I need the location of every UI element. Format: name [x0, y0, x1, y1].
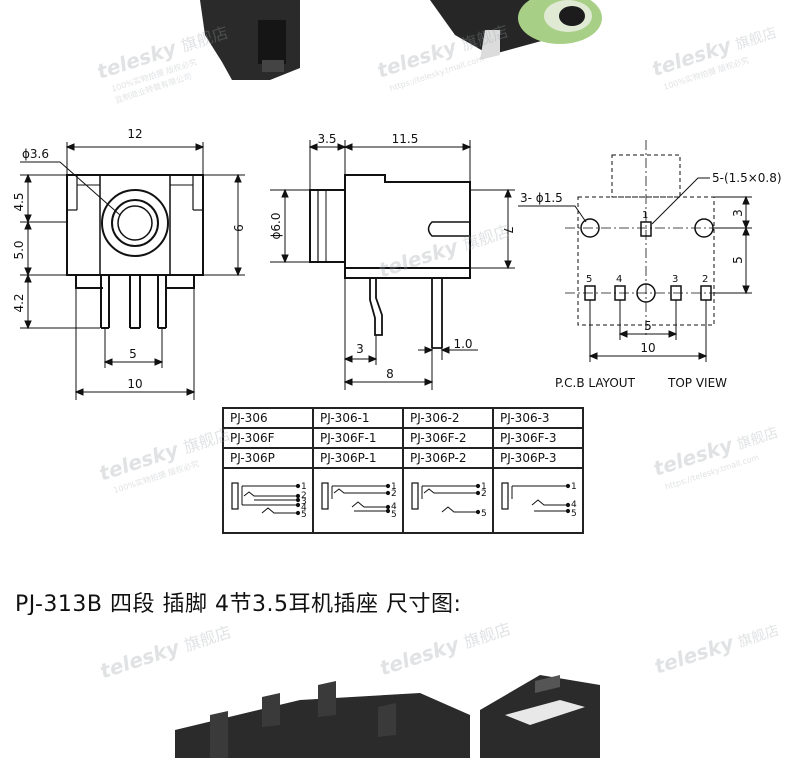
front-h-mid-label: 5.0: [12, 240, 26, 259]
schematic-cell: 1 2 3 4 5: [222, 467, 314, 534]
pcb-h-outer-label: 10: [640, 341, 655, 355]
pcb-pin-5: 5: [586, 274, 592, 285]
pcb-v-mid-label: 5: [731, 256, 745, 264]
schematic-cell: 1 2 4 5: [312, 467, 404, 534]
side-front-label: 3.5: [317, 132, 336, 146]
schem-c-pin-5: 5: [481, 509, 487, 519]
schem-b-pin-5: 5: [391, 510, 397, 520]
model-table: PJ-306 PJ-306-1 PJ-306-2 PJ-306-3 PJ-306…: [222, 407, 584, 534]
pcb-pin-4: 4: [616, 274, 622, 285]
table-cell: PJ-306P: [222, 447, 314, 469]
table-row-schematic: 1 2 3 4 5 1 2 4: [222, 467, 584, 534]
schem-b-pin-4: 4: [391, 502, 397, 512]
section-heading: PJ-313B 四段 插脚 4节3.5耳机插座 尺寸图:: [15, 592, 462, 617]
front-width-label: 12: [127, 127, 142, 141]
front-h-pin-label: 4.2: [12, 293, 26, 312]
schem-a-pin-3: 3: [301, 497, 307, 507]
side-view: [270, 140, 515, 390]
table-row: PJ-306P PJ-306P-1 PJ-306P-2 PJ-306P-3: [222, 447, 584, 469]
front-h-top-label: 4.5: [12, 192, 26, 211]
schem-c-pin-2: 2: [481, 489, 487, 499]
schem-d-pin-1: 1: [571, 482, 577, 492]
side-body-label: 11.5: [392, 132, 419, 146]
pcb-v-top-label: 3: [731, 209, 745, 217]
product-photo-top-drawing: [200, 0, 602, 80]
side-base-label: 8: [386, 367, 394, 381]
side-pin-width-label: 1.0: [453, 337, 472, 351]
table-cell: PJ-306F: [222, 427, 314, 449]
schem-d-pin-4: 4: [571, 500, 577, 510]
table-cell: PJ-306-3: [492, 407, 584, 429]
table-cell: PJ-306F-3: [492, 427, 584, 449]
table-cell: PJ-306F-2: [402, 427, 494, 449]
front-pin-width-label: 10: [127, 377, 142, 391]
schematic-drawing: 1 4 5: [501, 482, 577, 519]
pcb-holes-label: 3- ϕ1.5: [520, 191, 563, 205]
schematic-cell: 1 4 5: [492, 467, 584, 534]
schem-a-pin-4: 4: [301, 503, 307, 513]
pcb-layout: [518, 140, 752, 362]
product-photo-bottom: [0, 615, 790, 758]
schematic-drawing: 1 2 4 5: [321, 482, 397, 520]
table-cell: PJ-306: [222, 407, 314, 429]
table-cell: PJ-306P-3: [492, 447, 584, 469]
table-row: PJ-306 PJ-306-1 PJ-306-2 PJ-306-3: [222, 407, 584, 429]
product-photo-bottom-drawing: [175, 675, 600, 758]
schem-b-pin-1: 1: [391, 482, 397, 492]
pcb-caption-2: TOP VIEW: [667, 376, 727, 390]
pcb-pin-3: 3: [672, 274, 678, 285]
schematic-drawing: 1 2 5: [411, 482, 487, 519]
pcb-h-inner-label: 5: [644, 319, 652, 333]
pcb-pin-2: 2: [702, 274, 708, 285]
table-cell: PJ-306P-2: [402, 447, 494, 469]
product-photo-top: [0, 0, 790, 120]
front-hole-label: ϕ3.6: [22, 147, 49, 161]
side-pin-left-label: 3: [356, 342, 364, 356]
pcb-pin-1: 1: [642, 210, 648, 221]
table-cell: PJ-306P-1: [312, 447, 404, 469]
side-diameter-label: ϕ6.0: [269, 213, 283, 240]
dimension-drawing: 12 ϕ3.6 4.5 5.0 4.2 9 5 10 3.5 11.5 ϕ6.0…: [12, 127, 782, 400]
schematic-cell: 1 2 5: [402, 467, 494, 534]
table-cell: PJ-306-2: [402, 407, 494, 429]
pcb-pads-label: 5-(1.5×0.8): [712, 171, 782, 185]
front-height-label: 9: [231, 224, 245, 232]
schem-c-pin-1: 1: [481, 482, 487, 492]
schem-a-pin-2: 2: [301, 491, 307, 501]
schematic-drawing: 1 2 3 4 5: [231, 482, 307, 520]
table-row: PJ-306F PJ-306F-1 PJ-306F-2 PJ-306F-3: [222, 427, 584, 449]
front-view: [20, 142, 245, 400]
schem-a-pin-5: 5: [301, 510, 307, 520]
front-pin-spacing-label: 5: [129, 347, 137, 361]
table-cell: PJ-306F-1: [312, 427, 404, 449]
side-height-label: 7: [501, 226, 515, 234]
pcb-caption: P.C.B LAYOUT: [555, 376, 636, 390]
schem-d-pin-5: 5: [571, 509, 577, 519]
schem-b-pin-2: 2: [391, 489, 397, 499]
table-cell: PJ-306-1: [312, 407, 404, 429]
schem-a-pin-1: 1: [301, 482, 307, 492]
